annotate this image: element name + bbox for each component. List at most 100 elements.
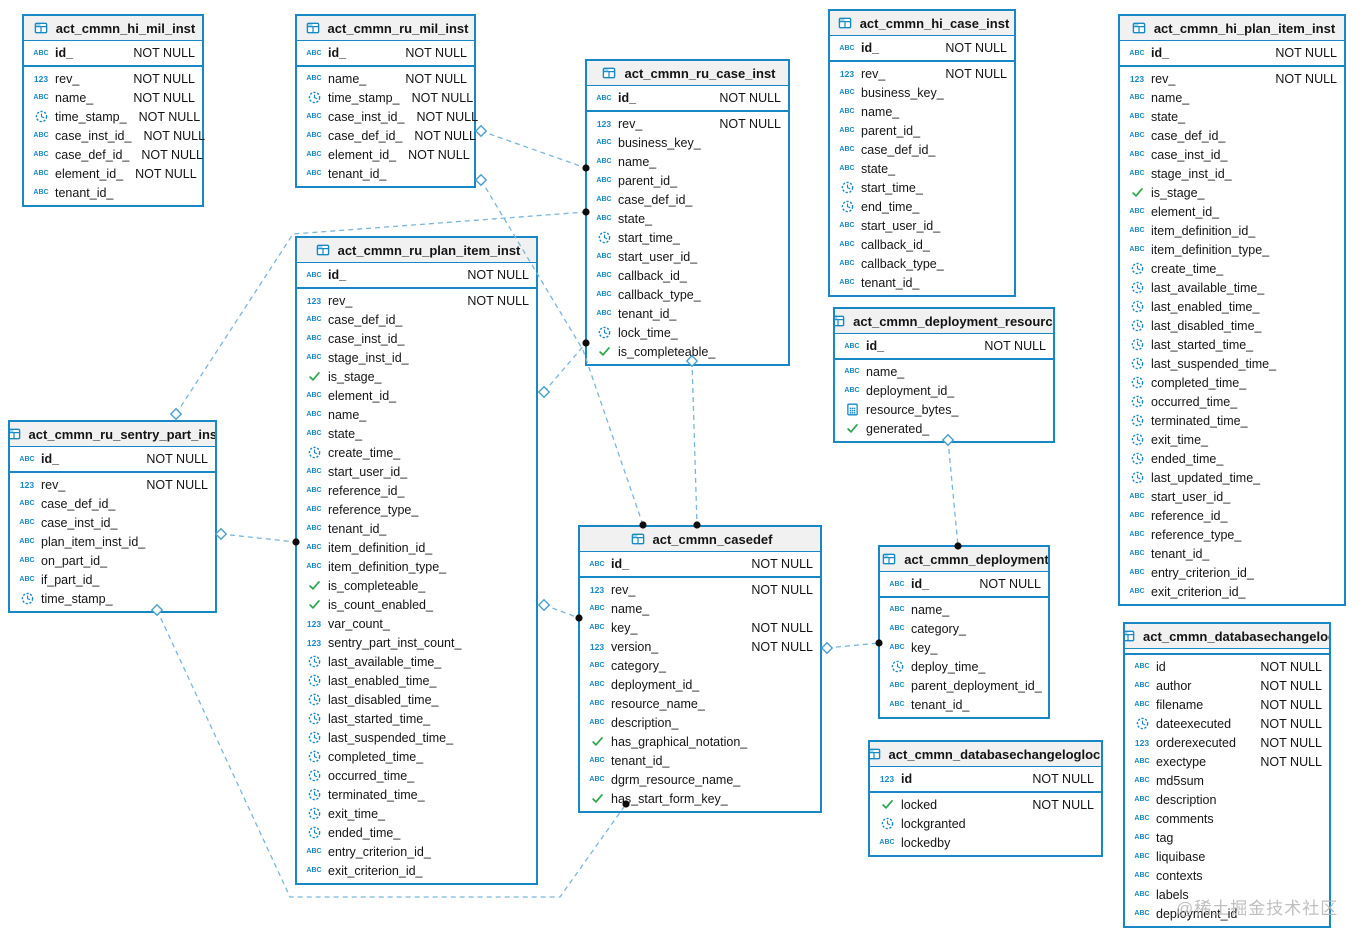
column-name: start_user_id_	[618, 249, 698, 264]
not-null-label: NOT NULL	[1032, 772, 1094, 786]
text-type-icon: ABC	[33, 170, 49, 177]
column-name: rev_	[55, 71, 80, 86]
column-name: start_user_id_	[328, 464, 408, 479]
column-name: has_start_form_key_	[611, 791, 728, 806]
column-name: item_definition_type_	[328, 559, 447, 574]
clock-type-icon	[837, 200, 857, 213]
boolean-check-icon	[877, 798, 897, 811]
not-null-label: NOT NULL	[751, 639, 813, 654]
table-icon	[870, 747, 884, 761]
text-type-icon: ABC	[839, 108, 855, 115]
many-side-diamond-marker	[474, 173, 488, 187]
column-name: is_completeable_	[618, 344, 716, 359]
table-header-act_cmmn_databasechangelog[interactable]: act_cmmn_databasechangelog	[1125, 624, 1329, 649]
table-header-act_cmmn_ru_sentry_part_inst[interactable]: act_cmmn_ru_sentry_part_inst	[10, 422, 215, 447]
column-name: lockgranted	[901, 816, 966, 831]
column-name: callback_type_	[861, 256, 944, 271]
table-header-act_cmmn_ru_mil_inst[interactable]: act_cmmn_ru_mil_inst	[297, 16, 474, 41]
column-name: callback_type_	[618, 287, 701, 302]
boolean-check-icon	[304, 579, 324, 592]
column-name: tenant_id_	[328, 166, 387, 181]
number-type-icon: 123	[589, 584, 605, 595]
column-name: labels	[1156, 887, 1189, 902]
table-header-act_cmmn_hi_mil_inst[interactable]: act_cmmn_hi_mil_inst	[24, 16, 202, 41]
table-header-act_cmmn_casedef[interactable]: act_cmmn_casedef	[580, 527, 820, 552]
table-header-act_cmmn_hi_case_inst[interactable]: act_cmmn_hi_case_inst	[830, 11, 1014, 36]
column-name: tenant_id_	[1151, 546, 1210, 561]
text-type-icon: ABC	[596, 291, 612, 298]
table-header-act_cmmn_deployment[interactable]: act_cmmn_deployment	[880, 547, 1048, 572]
table-header-act_cmmn_deployment_resource[interactable]: act_cmmn_deployment_resource	[835, 309, 1053, 334]
table-icon	[628, 532, 648, 546]
text-type-icon: ABC	[1129, 94, 1145, 101]
column-name: comments	[1156, 811, 1214, 826]
clock-type-icon	[304, 826, 324, 839]
column-name: deployment_id_	[611, 677, 700, 692]
column-name: is_completeable_	[328, 578, 426, 593]
column-name: tenant_id_	[911, 697, 970, 712]
table-header-act_cmmn_databasechangeloglock[interactable]: act_cmmn_databasechangeloglock	[870, 742, 1101, 767]
column-row-end_time_: end_time_	[830, 197, 1014, 216]
table-header-act_cmmn_hi_plan_item_inst[interactable]: act_cmmn_hi_plan_item_inst	[1120, 16, 1344, 41]
column-name: case_def_id_	[41, 496, 116, 511]
not-null-label: NOT NULL	[751, 620, 813, 635]
text-type-icon: ABC	[1134, 834, 1150, 841]
column-name: item_definition_id_	[328, 540, 433, 555]
column-name: business_key_	[618, 135, 701, 150]
table-header-act_cmmn_ru_case_inst[interactable]: act_cmmn_ru_case_inst	[587, 61, 788, 86]
table-header-act_cmmn_ru_plan_item_inst[interactable]: act_cmmn_ru_plan_item_inst	[297, 238, 536, 263]
column-name: exit_time_	[328, 806, 385, 821]
column-name: callback_id_	[861, 237, 930, 252]
column-name: reference_type_	[1151, 527, 1242, 542]
column-name: start_time_	[861, 180, 923, 195]
column-name: case_def_id_	[328, 128, 403, 143]
column-name: case_def_id_	[1151, 128, 1226, 143]
clock-type-icon	[1127, 433, 1147, 446]
clock-type-icon	[304, 712, 324, 725]
column-name: version_	[611, 639, 659, 654]
column-row-occurred_time_: occurred_time_	[1120, 392, 1344, 411]
text-type-icon: ABC	[889, 625, 905, 632]
not-null-label: NOT NULL	[1260, 697, 1322, 712]
column-name: stage_inst_id_	[328, 350, 409, 365]
text-type-icon: ABC	[839, 279, 855, 286]
column-name: author	[1156, 678, 1192, 693]
many-side-diamond-marker	[537, 598, 551, 612]
column-name: item_definition_id_	[1151, 223, 1256, 238]
number-type-icon: 123	[306, 295, 322, 306]
number-type-icon: 123	[1129, 73, 1145, 84]
text-type-icon: ABC	[306, 411, 322, 418]
text-type-icon: ABC	[33, 94, 49, 101]
column-name: exit_criterion_id_	[328, 863, 423, 878]
number-type-icon: 123	[306, 618, 322, 629]
